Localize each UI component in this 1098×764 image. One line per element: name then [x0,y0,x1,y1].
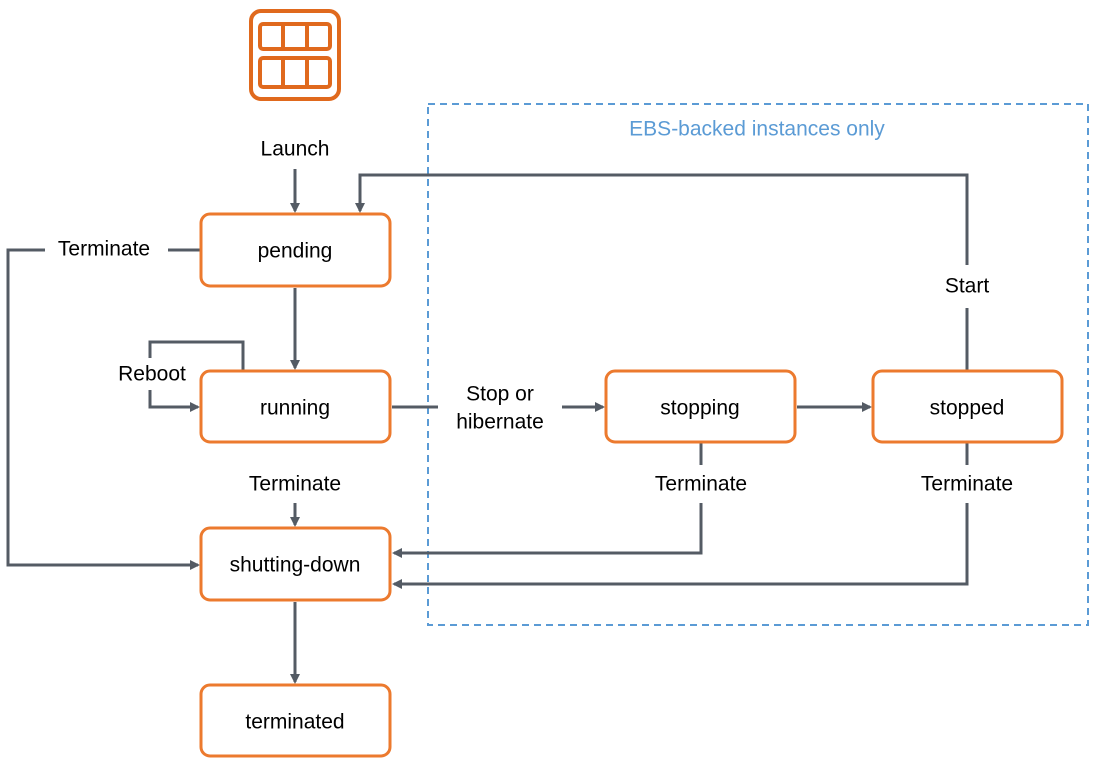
terminate-stopping-arrow [392,503,703,558]
terminate-pending-arrow [6,248,200,570]
ec2-instance-icon [249,9,341,101]
start-label: Start [945,275,990,298]
state-shutting-down: shutting-down [199,526,392,602]
state-stopping: stopping [604,369,797,444]
terminate-running-label: Terminate [249,473,341,496]
launch-label: Launch [261,138,330,161]
state-stopping-label: stopping [660,397,739,420]
ebs-region-border [427,103,1089,626]
state-shutting-down-label: shutting-down [230,554,361,577]
state-stopped-label: stopped [930,397,1005,420]
terminate-stopped-label: Terminate [921,473,1013,496]
state-pending: pending [199,212,392,288]
state-terminated: terminated [199,683,392,758]
reboot-label: Reboot [118,363,186,386]
state-pending-label: pending [258,240,333,263]
state-running-label: running [260,397,330,420]
stop-label-line2: hibernate [456,411,544,434]
reboot-loop-top [148,340,245,371]
ebs-region-label: EBS-backed instances only [629,118,885,141]
start-arrow [355,173,969,265]
terminate-stopping-label: Terminate [655,473,747,496]
terminate-stopped-arrow [392,503,969,589]
state-running: running [199,369,392,444]
state-stopped: stopped [871,369,1064,444]
reboot-loop-bottom [148,390,200,412]
stop-label-line1: Stop or [466,383,534,406]
state-terminated-label: terminated [245,711,344,734]
terminate-pending-label: Terminate [58,238,150,261]
